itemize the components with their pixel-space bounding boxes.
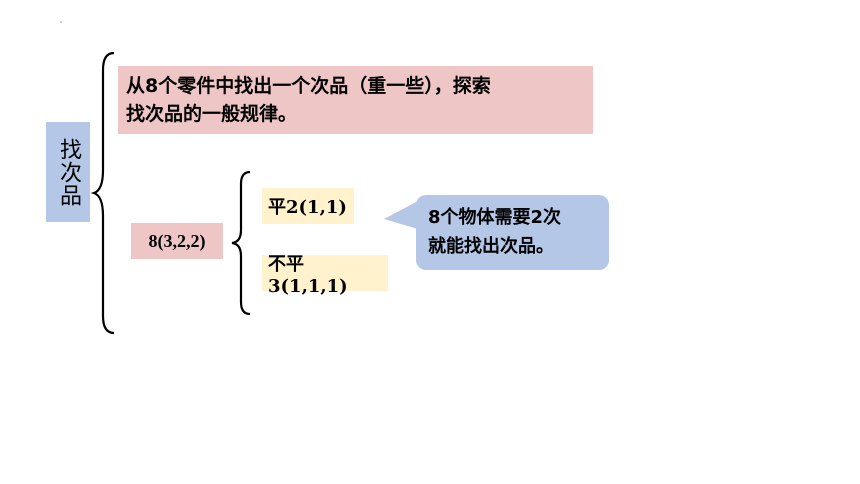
description-line-1: 从8个零件中找出一个次品（重一些），探索 [126, 75, 491, 97]
small-brace [231, 170, 251, 316]
problem-description: 从8个零件中找出一个次品（重一些），探索 找次品的一般规律。 [118, 66, 593, 134]
side-label: 找次品 [56, 137, 81, 207]
callout-line-1: 8个物体需要2次 [428, 207, 562, 228]
description-line-2: 找次品的一般规律。 [126, 103, 298, 125]
callout-tail [384, 201, 418, 229]
unbalanced-branch: 不平3(1,1,1) [262, 254, 388, 297]
large-brace [90, 51, 115, 335]
side-label-box: 找次品 [46, 122, 90, 222]
conclusion-callout: 8个物体需要2次 就能找出次品。 [416, 195, 609, 270]
callout-line-2: 就能找出次品。 [428, 236, 554, 257]
corner-dot [60, 21, 62, 23]
grouping-node: 8(3,2,2) [131, 223, 223, 259]
balanced-branch: 平2(1,1) [262, 188, 354, 224]
